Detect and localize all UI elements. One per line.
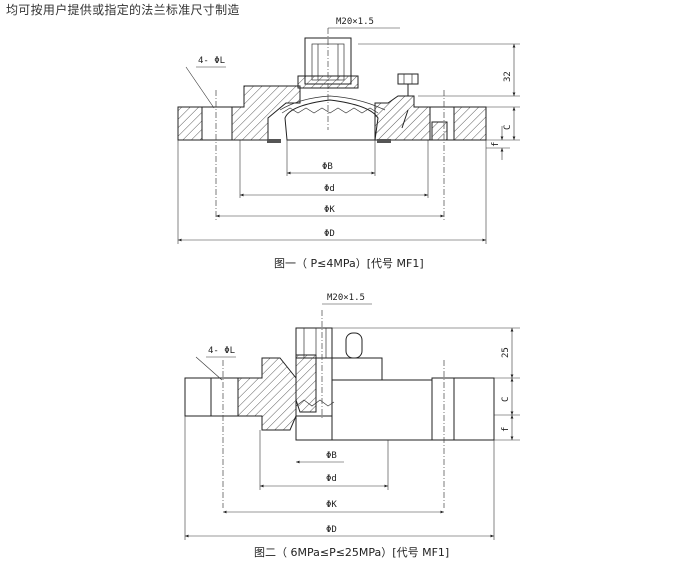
fig2-dim-25: 25 xyxy=(501,347,511,358)
figure-2: 4- ΦL M20×1.5 25 C f ΦB Φd xyxy=(184,293,520,559)
fig1-phi-k: ΦK xyxy=(324,205,335,215)
fig1-dim-32: 32 xyxy=(503,71,513,82)
figure-1: 4- ΦL M20×1.5 32 C f ΦB xyxy=(177,17,520,270)
fig1-caption: 图一（ P≤4MPa）[代号 MF1] xyxy=(274,257,424,270)
fig1-thread-text: M20×1.5 xyxy=(336,17,374,27)
page-header-text: 均可按用户提供或指定的法兰标准尺寸制造 xyxy=(6,3,240,17)
fig1-diameter-dims: ΦB Φd ΦK ΦD xyxy=(177,140,487,244)
fig1-phi-d: Φd xyxy=(324,184,335,194)
fig1-diaphragm xyxy=(267,95,391,143)
fig1-vertical-dims: 32 C f xyxy=(358,43,520,160)
fig1-thread-label: M20×1.5 xyxy=(328,17,400,29)
fig1-left-flange xyxy=(177,85,301,141)
fig2-right-flange xyxy=(331,332,495,441)
fig1-dim-c: C xyxy=(503,125,513,130)
fig2-phi-D: ΦD xyxy=(326,525,337,535)
fig1-holes-text: 4- ΦL xyxy=(198,56,225,66)
fig2-holes-text: 4- ΦL xyxy=(208,346,235,356)
fig2-phi-b: ΦB xyxy=(326,451,337,461)
fig2-phi-k: ΦK xyxy=(326,500,337,510)
fig2-thread-label: M20×1.5 xyxy=(322,293,372,305)
fig2-thread-text: M20×1.5 xyxy=(327,293,365,303)
fig1-phi-b: ΦB xyxy=(322,162,333,172)
fig1-holes-label: 4- ΦL xyxy=(185,56,226,109)
fig2-phi-d: Φd xyxy=(326,474,337,484)
fig1-dim-f: f xyxy=(491,142,501,147)
fig2-vertical-dims: 25 C f xyxy=(332,327,520,441)
fig1-right-flange xyxy=(374,95,487,141)
fig1-phi-D: ΦD xyxy=(324,229,335,239)
fig2-diameter-dims: ΦB Φd ΦK ΦD xyxy=(184,416,495,540)
fig2-dim-f: f xyxy=(501,427,511,432)
fig2-caption: 图二（ 6MPa≤P≤25MPa）[代号 MF1] xyxy=(254,546,449,559)
fig1-thread-connector xyxy=(297,28,359,130)
fig1-bolt xyxy=(397,73,419,129)
fig2-dim-c: C xyxy=(501,397,511,402)
fig2-holes-label: 4- ΦL xyxy=(195,346,236,381)
